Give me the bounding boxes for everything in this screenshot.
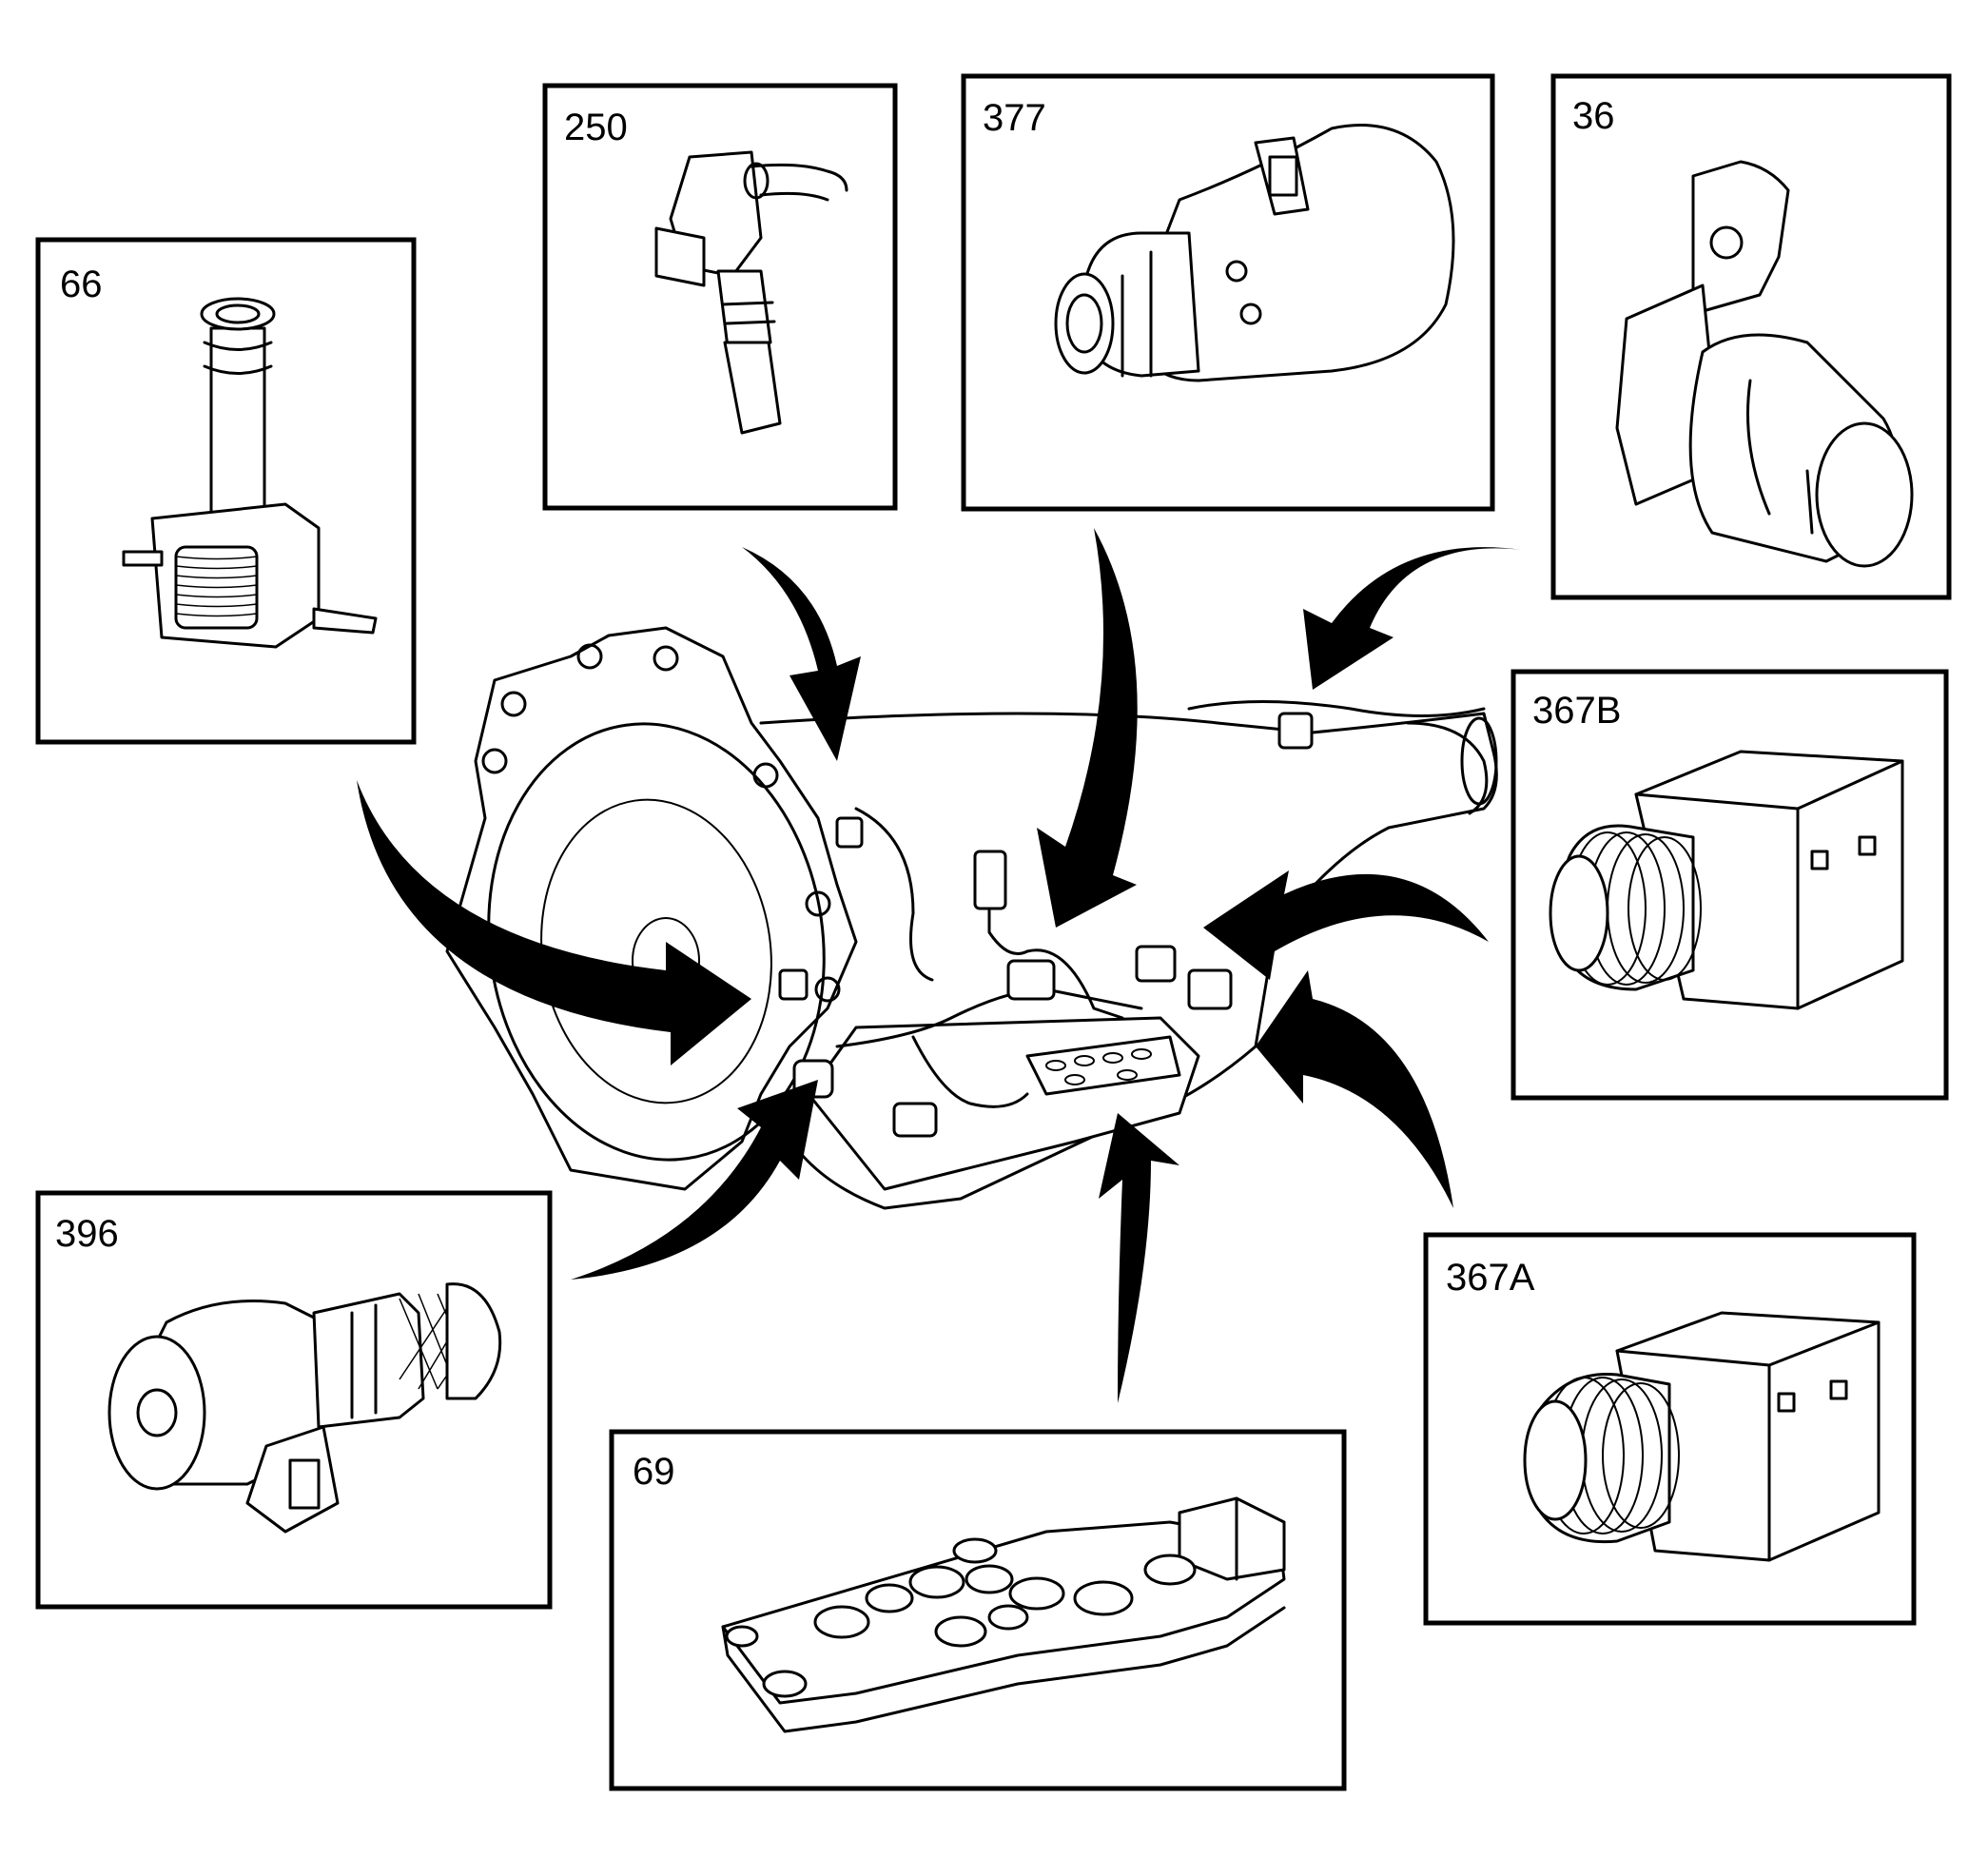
coil-windings xyxy=(174,545,259,630)
speed-sensor-36-illustration xyxy=(1615,160,1914,568)
transmission-assembly xyxy=(445,626,1498,1210)
shift-solenoid-367A-illustration xyxy=(1523,1311,1881,1562)
housing-bolt-holes xyxy=(481,643,841,1003)
callout-label-377: 377 xyxy=(983,97,1046,139)
shift-solenoid-367B-illustration xyxy=(1549,750,1904,1010)
callout-69: 69 xyxy=(609,1429,1347,1791)
callout-66: 66 xyxy=(35,237,417,745)
callout-label-69: 69 xyxy=(633,1451,675,1493)
callout-label-36: 36 xyxy=(1572,95,1615,137)
callout-label-250: 250 xyxy=(564,107,628,148)
filter-plate-holes xyxy=(1045,1048,1152,1085)
manifold-ports xyxy=(725,1537,1197,1698)
callout-36: 36 xyxy=(1550,73,1952,600)
speed-sensor-250-illustration xyxy=(654,150,848,435)
installed-solenoids xyxy=(778,712,1314,1138)
pointer-arrows xyxy=(357,528,1522,1403)
callout-367B: 367B xyxy=(1510,669,1949,1101)
callout-396: 396 xyxy=(35,1190,553,1610)
solenoid-66-illustration xyxy=(122,297,378,649)
callout-250: 250 xyxy=(542,83,898,511)
callout-label-367A: 367A xyxy=(1446,1257,1535,1299)
tcc-solenoid-396-illustration xyxy=(107,1282,502,1534)
callout-377: 377 xyxy=(961,73,1495,512)
callout-label-396: 396 xyxy=(55,1213,119,1255)
pressure-switch-manifold-69-illustration xyxy=(721,1496,1286,1733)
callout-367A: 367A xyxy=(1423,1232,1917,1626)
callout-label-66: 66 xyxy=(60,264,103,305)
callout-label-367B: 367B xyxy=(1532,690,1621,732)
pressure-control-solenoid-377-illustration xyxy=(1054,124,1455,382)
